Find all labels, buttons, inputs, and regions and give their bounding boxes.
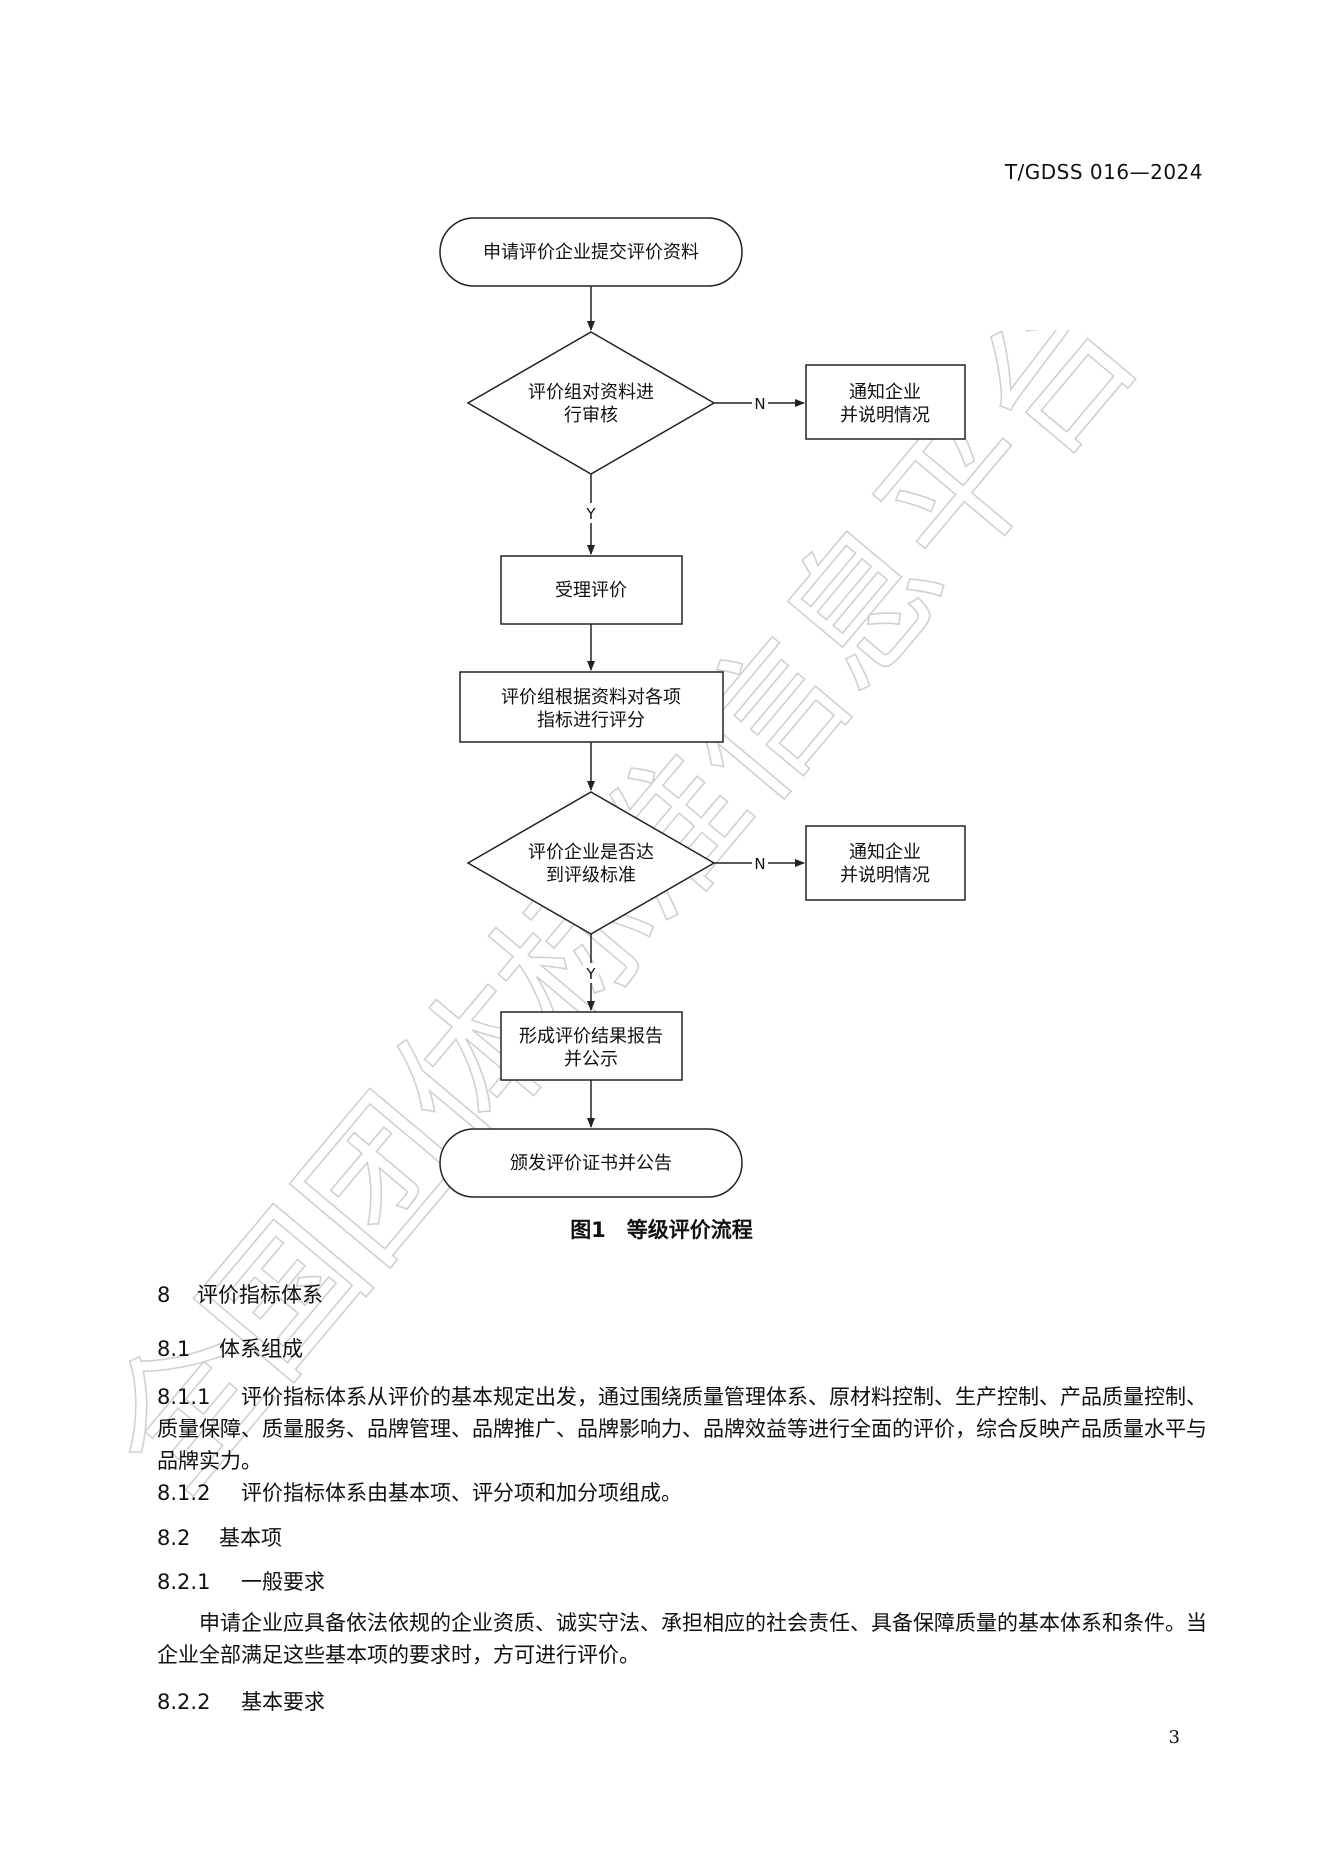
heading-8: 8 评价指标体系 [157, 1279, 1207, 1311]
document-code: T/GDSS 016—2024 [1004, 160, 1203, 184]
heading-8-2-number: 8.2 [157, 1526, 191, 1550]
score-text-1: 评价组根据资料对各项 [501, 687, 681, 708]
notify1-text-2: 并说明情况 [840, 405, 930, 426]
label-no-1: N [754, 395, 765, 413]
notify-box-2 [805, 825, 966, 901]
heading-8-title: 评价指标体系 [197, 1283, 323, 1307]
heading-8-2-1-number: 8.2.1 [157, 1570, 211, 1594]
notify2-text-2: 并说明情况 [840, 865, 930, 886]
report-text-1: 形成评价结果报告 [519, 1026, 663, 1047]
page-number: 3 [1168, 1727, 1180, 1748]
end-terminator [439, 1128, 743, 1198]
heading-8-2-2-number: 8.2.2 [157, 1690, 211, 1714]
check-text-1: 评价企业是否达 [528, 842, 654, 863]
heading-8-2-2: 8.2.2 基本要求 [157, 1686, 1207, 1718]
heading-8-1-number: 8.1 [157, 1337, 191, 1361]
heading-8-2-1: 8.2.1 一般要求 [157, 1566, 1207, 1598]
heading-8-2: 8.2 基本项 [157, 1522, 1207, 1554]
paragraph-8-1-2: 8.1.2 评价指标体系由基本项、评分项和加分项组成。 [157, 1477, 1207, 1509]
check-diamond [466, 791, 716, 935]
heading-8-1: 8.1 体系组成 [157, 1333, 1207, 1365]
label-yes-2: Y [585, 965, 596, 983]
heading-8-1-title: 体系组成 [219, 1337, 303, 1361]
figure-caption: 图1 等级评价流程 [570, 1218, 753, 1242]
start-text: 申请评价企业提交评价资料 [483, 242, 699, 263]
report-text-2: 并公示 [564, 1049, 618, 1070]
paragraph-8-2-1: 申请企业应具备依法依规的企业资质、诚实守法、承担相应的社会责任、具备保障质量的基… [157, 1611, 1207, 1667]
paragraph-8-1-1-text: 评价指标体系从评价的基本规定出发，通过围绕质量管理体系、原材料控制、生产控制、产… [157, 1385, 1207, 1473]
label-yes-1: Y [585, 505, 596, 523]
review-text-1: 评价组对资料进 [528, 382, 654, 403]
label-no-2: N [754, 855, 765, 873]
paragraph-8-1-2-number: 8.1.2 [157, 1481, 211, 1505]
accept-text: 受理评价 [555, 580, 627, 601]
heading-8-2-2-title: 基本要求 [241, 1690, 325, 1714]
notify-box-1 [805, 364, 966, 440]
paragraph-8-1-1-number: 8.1.1 [157, 1385, 211, 1409]
review-text-2: 行审核 [564, 405, 618, 426]
review-diamond [466, 331, 716, 475]
notify1-text-1: 通知企业 [849, 382, 921, 403]
end-text: 颁发评价证书并公告 [510, 1153, 672, 1174]
heading-8-2-1-title: 一般要求 [241, 1570, 325, 1594]
notify2-text-1: 通知企业 [849, 842, 921, 863]
score-text-2: 指标进行评分 [537, 710, 645, 731]
flowchart: N Y N Y 申请评价企业提交评价资料 评价组对资料进 行审核 通知企业 并说… [439, 217, 966, 1198]
heading-8-2-title: 基本项 [219, 1526, 282, 1550]
check-text-2: 到评级标准 [546, 865, 636, 886]
paragraph-8-1-2-text: 评价指标体系由基本项、评分项和加分项组成。 [241, 1481, 682, 1505]
heading-8-number: 8 [157, 1283, 171, 1307]
